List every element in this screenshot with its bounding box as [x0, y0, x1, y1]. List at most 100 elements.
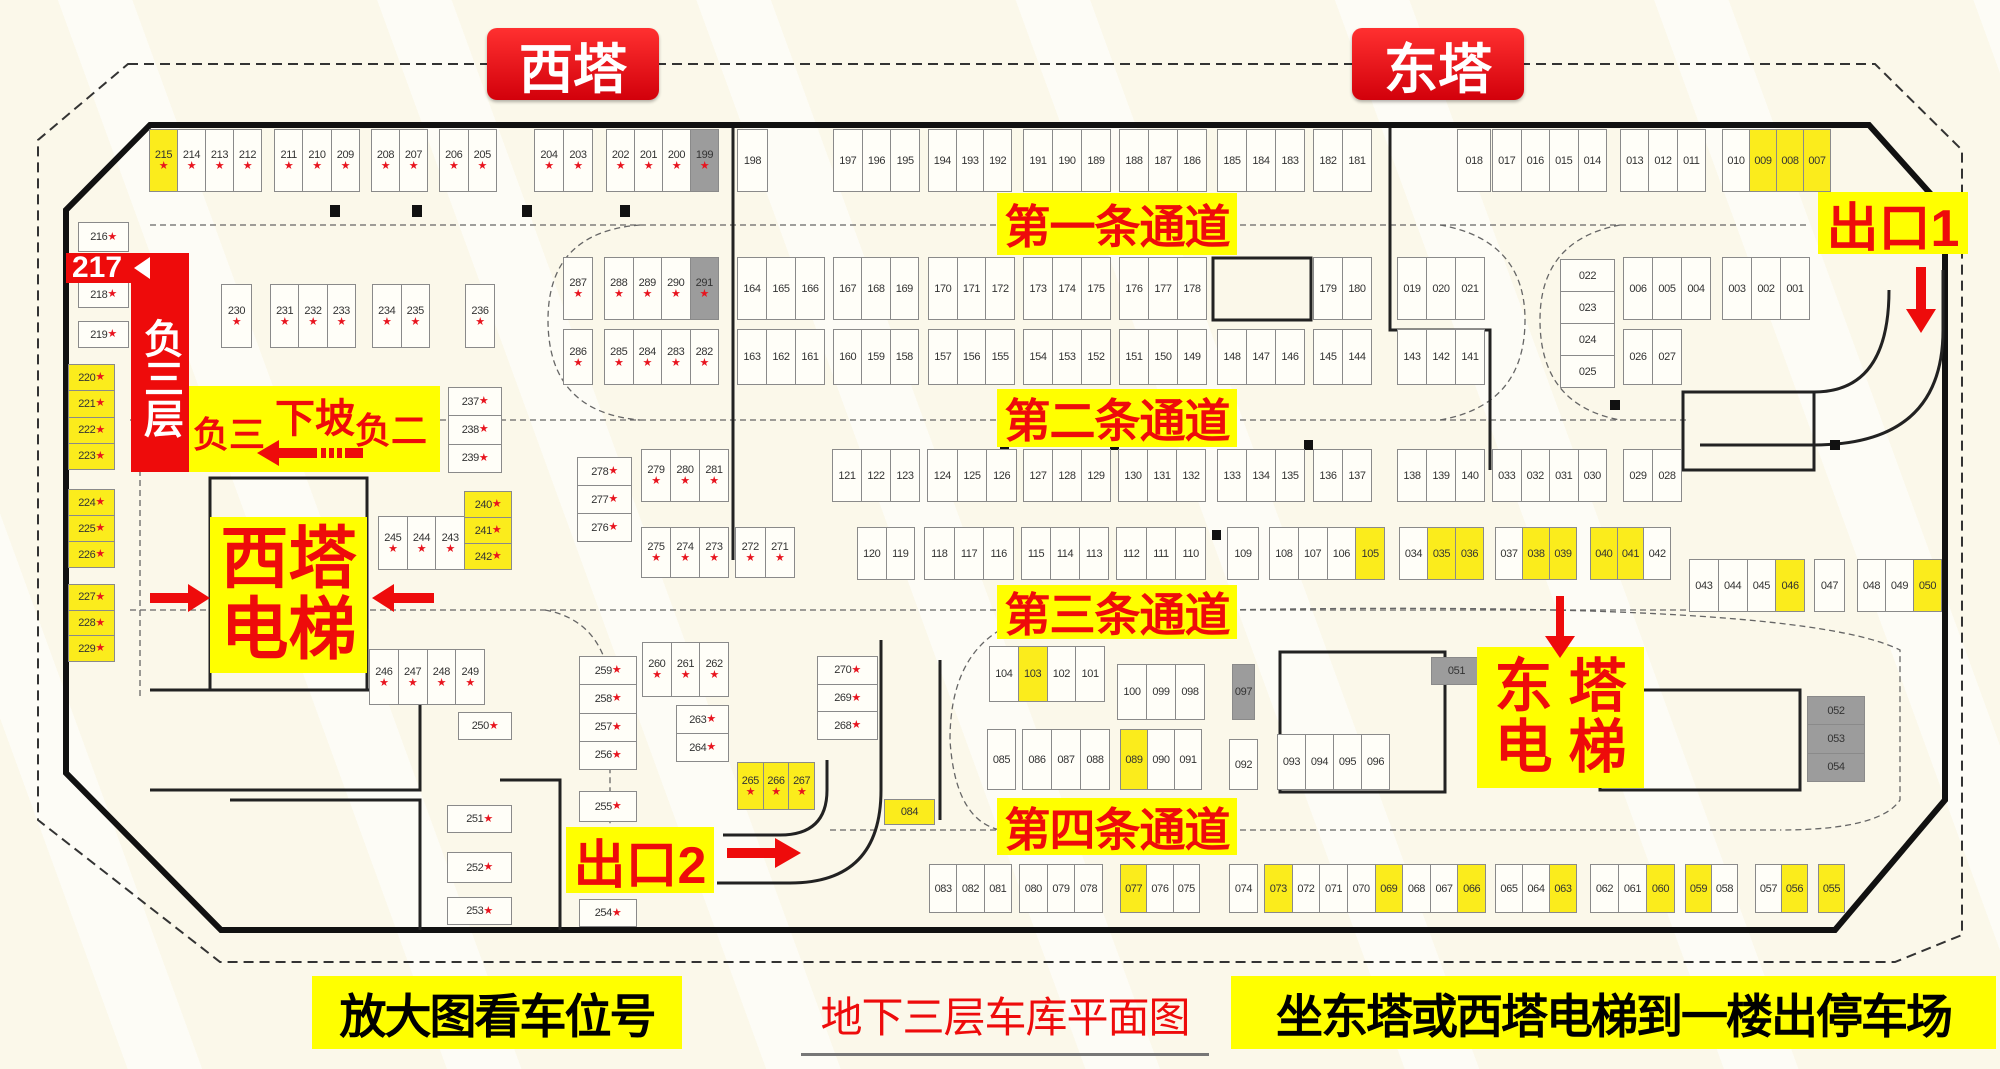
star-icon: ★	[709, 669, 719, 681]
star-icon: ★	[611, 692, 622, 705]
parking-block: 202★201★200★199★	[606, 129, 719, 192]
parking-spot: 147	[1246, 329, 1276, 385]
spot-number: 011	[1683, 154, 1700, 167]
spot-number: 046	[1781, 579, 1800, 592]
spot-number: 272	[741, 541, 760, 553]
parking-spot: 013	[1620, 129, 1650, 192]
spot-number: 114	[1056, 547, 1074, 560]
spot-number: 158	[895, 351, 914, 363]
parking-spot: 168	[861, 257, 891, 320]
parking-spot: 141	[1455, 329, 1485, 385]
parking-spot: 109	[1227, 527, 1259, 580]
parking-spot: 222★	[68, 416, 115, 444]
parking-spot: 232★	[298, 284, 328, 348]
spot-number: 057	[1759, 882, 1778, 895]
parking-spot: 043	[1689, 559, 1719, 612]
parking-spot: 101	[1075, 646, 1105, 702]
parking-spot: 255★	[579, 791, 637, 822]
parking-spot: 073	[1264, 864, 1293, 913]
spot-number: 155	[991, 351, 1010, 363]
parking-spot: 214★	[177, 129, 206, 192]
parking-block: 272★271★	[735, 527, 795, 578]
spot-number: 020	[1432, 282, 1450, 295]
spot-number: 050	[1918, 579, 1937, 592]
parking-spot: 135	[1275, 449, 1305, 502]
spot-number: 174	[1058, 282, 1076, 295]
spot-number: 124	[933, 469, 952, 482]
parking-spot: 260★	[642, 642, 672, 697]
down-arrow-icon	[1906, 267, 1936, 333]
parking-spot: 270★	[817, 656, 878, 685]
parking-spot: 144	[1342, 329, 1372, 385]
parking-block: 279★280★281★	[641, 449, 729, 502]
spot-number: 001	[1786, 282, 1804, 295]
parking-spot: 218★	[78, 281, 129, 308]
spot-number: 075	[1177, 882, 1196, 895]
star-icon: ★	[651, 552, 661, 564]
spot-number: 259	[594, 664, 613, 677]
spot-number: 128	[1058, 469, 1076, 482]
spot-number: 105	[1361, 547, 1380, 560]
spot-number: 071	[1324, 882, 1343, 895]
star-icon: ★	[158, 160, 169, 172]
spot-number: 026	[1629, 351, 1647, 363]
right-arrow-icon	[150, 584, 210, 612]
parking-spot: 283★	[661, 329, 691, 385]
star-icon: ★	[95, 522, 105, 534]
spot-number: 251	[466, 813, 484, 825]
parking-block: 215★214★213★212★	[149, 129, 262, 192]
spot-number: 247	[404, 665, 422, 678]
parking-spot: 261★	[670, 642, 701, 697]
spot-number: 227	[78, 591, 96, 604]
spot-number: 144	[1348, 351, 1366, 363]
parking-spot: 011	[1676, 129, 1706, 192]
parking-spot: 172	[985, 257, 1016, 320]
parking-spot: 129	[1081, 449, 1111, 502]
parking-spot: 107	[1297, 527, 1328, 580]
floor-plan-title: 地下三层车库平面图	[820, 993, 1190, 1041]
parking-spot: 017	[1492, 129, 1522, 192]
spot-number: 077	[1125, 882, 1143, 895]
spot-number: 015	[1555, 154, 1573, 167]
star-icon: ★	[95, 423, 105, 436]
parking-block: 074	[1229, 864, 1258, 913]
star-icon: ★	[544, 160, 554, 172]
star-icon: ★	[614, 356, 624, 369]
spot-number: 189	[1087, 154, 1105, 167]
parking-spot: 066	[1457, 864, 1486, 913]
star-icon: ★	[608, 521, 618, 533]
spot-number: 194	[933, 154, 952, 167]
spot-number: 115	[1027, 547, 1045, 560]
spot-number: 091	[1179, 753, 1197, 766]
parking-block: 216★	[78, 222, 129, 252]
spot-number: 152	[1087, 351, 1105, 363]
parking-spot: 060	[1646, 864, 1675, 913]
parking-spot: 025	[1560, 355, 1615, 388]
spot-number: 147	[1252, 351, 1270, 363]
parking-spot: 062	[1590, 864, 1619, 913]
parking-block: 224★225★226★	[68, 489, 115, 568]
parking-spot: 016	[1520, 129, 1550, 192]
parking-spot: 256★	[579, 740, 637, 770]
spot-number: 266	[767, 774, 785, 787]
exit2-ramp-inner	[723, 760, 829, 837]
parking-spot: 269★	[817, 683, 878, 713]
spot-number: 239	[461, 452, 480, 465]
parking-spot: 009	[1749, 129, 1777, 192]
parking-spot: 208★	[371, 129, 400, 192]
spot-number: 018	[1465, 154, 1483, 167]
east-elevator-line2: 电 梯	[1494, 714, 1627, 780]
parking-block: 254★	[579, 899, 637, 927]
parking-spot: 272★	[735, 527, 766, 578]
spot-number: 195	[896, 154, 915, 167]
